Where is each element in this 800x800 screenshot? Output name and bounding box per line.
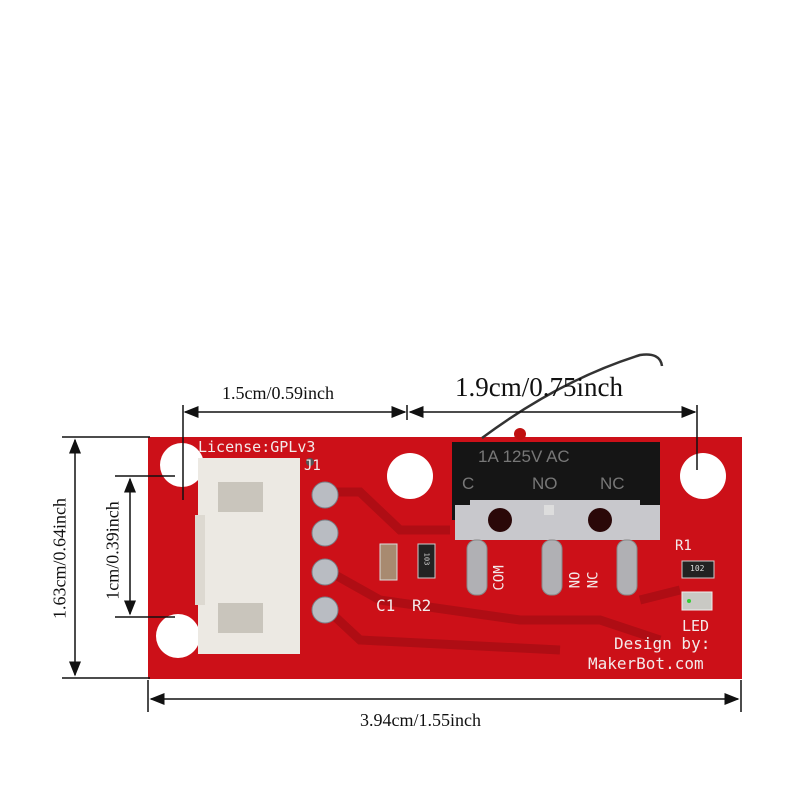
silk-makerbot: MakerBot.com [588, 654, 704, 673]
silk-c1: C1 [376, 596, 396, 615]
jst-connector [195, 458, 339, 654]
dimension-lines [62, 405, 742, 712]
switch-nc: NC [600, 474, 625, 493]
silk-nc: NC [585, 571, 602, 589]
dim-board-height: 1.63cm/0.64inch [49, 498, 70, 619]
silk-r1: R1 [675, 538, 692, 554]
silk-no: NO [567, 571, 584, 589]
silk-com: COM [491, 565, 508, 591]
r1-code: 102 [690, 564, 705, 573]
silk-design-by: Design by: [614, 634, 711, 653]
dim-hole-spacing-left: 1.5cm/0.59inch [222, 383, 334, 403]
switch-rating: 1A 125V AC [478, 447, 570, 466]
resistor-r2 [417, 543, 436, 579]
switch-c: C [462, 474, 475, 493]
silk-led: LED [682, 617, 710, 635]
led [681, 591, 713, 611]
dim-board-width: 3.94cm/1.55inch [360, 710, 481, 730]
resistor-r1 [681, 560, 715, 579]
silk-j1: J1 [304, 458, 321, 474]
silk-r2: R2 [412, 596, 432, 615]
dim-hole-spacing-right: 1.9cm/0.75inch [455, 372, 623, 402]
switch-no: NO [532, 474, 558, 493]
r2-code: 103 [422, 552, 431, 566]
silk-license: License:GPLv3 [198, 438, 316, 456]
dim-connector-height: 1cm/0.39inch [102, 501, 123, 600]
switch-plate [455, 500, 660, 540]
capacitor-c1 [379, 543, 398, 581]
